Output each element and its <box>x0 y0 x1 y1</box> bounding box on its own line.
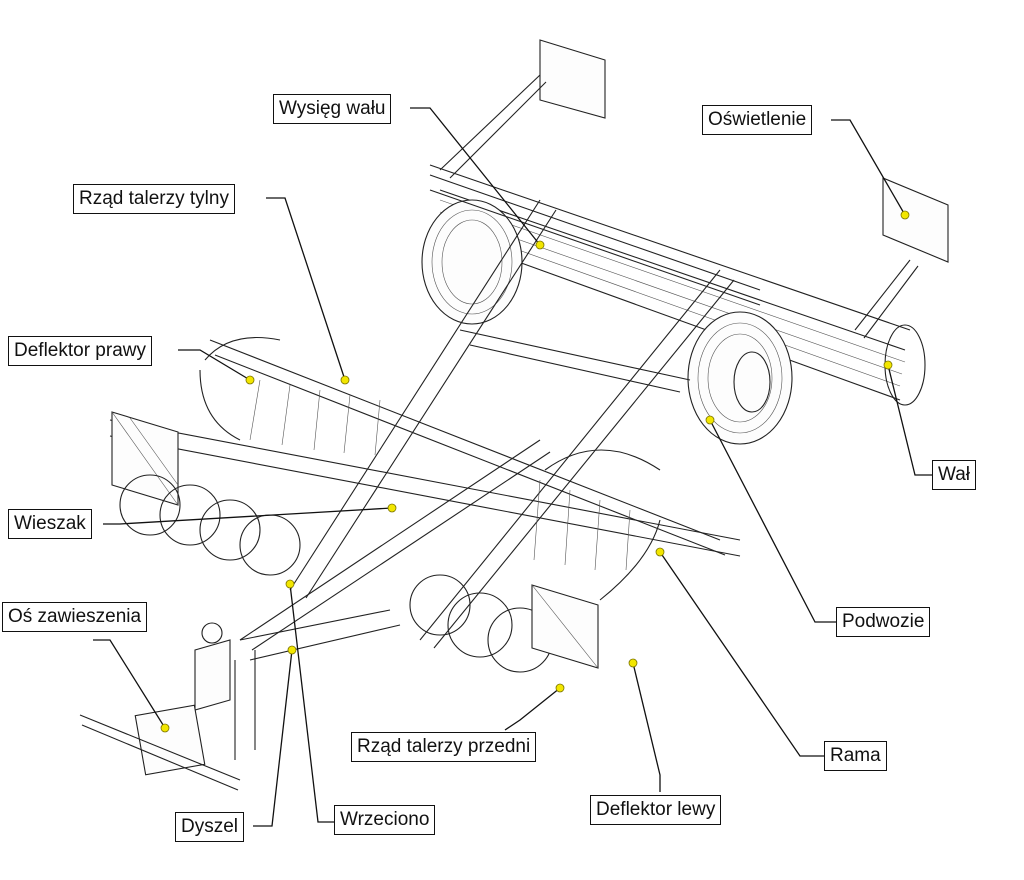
marker-rzad-talerzy-przedni <box>555 683 565 693</box>
leader-lines <box>93 107 932 827</box>
label-wysieg-walu: Wysięg wału <box>273 94 392 124</box>
marker-wieszak <box>387 503 397 513</box>
marker-wrzeciono <box>285 579 295 589</box>
label-rama: Rama <box>824 741 887 771</box>
wheels <box>421 199 793 445</box>
marker-podwozie <box>705 415 715 425</box>
label-os-zawieszenia: Oś zawieszenia <box>2 602 148 632</box>
label-wal: Wał <box>932 460 977 490</box>
label-oswietlenie: Oświetlenie <box>702 105 813 135</box>
front-disc-row <box>111 411 661 673</box>
label-deflektor-prawy: Deflektor prawy <box>8 336 152 366</box>
marker-wysieg-walu <box>535 240 545 250</box>
callout-markers <box>160 210 910 733</box>
marker-dyszel <box>287 645 297 655</box>
marker-os-zawieszenia <box>160 723 170 733</box>
label-wrzeciono: Wrzeciono <box>334 805 436 835</box>
marker-deflektor-prawy <box>245 375 255 385</box>
label-dyszel: Dyszel <box>175 812 245 842</box>
marker-oswietlenie <box>900 210 910 220</box>
label-rzad-talerzy-przedni: Rząd talerzy przedni <box>351 732 537 762</box>
drawbar <box>79 439 551 791</box>
label-deflektor-lewy: Deflektor lewy <box>590 795 722 825</box>
label-podwozie: Podwozie <box>836 607 931 637</box>
label-wieszak: Wieszak <box>8 509 92 539</box>
label-rzad-talerzy-tylny: Rząd talerzy tylny <box>73 184 235 214</box>
marker-rzad-talerzy-tylny <box>340 375 350 385</box>
marker-deflektor-lewy <box>628 658 638 668</box>
main-frame <box>109 174 761 649</box>
rear-disc-row <box>199 337 381 456</box>
marker-rama <box>655 547 665 557</box>
marker-wal <box>883 360 893 370</box>
